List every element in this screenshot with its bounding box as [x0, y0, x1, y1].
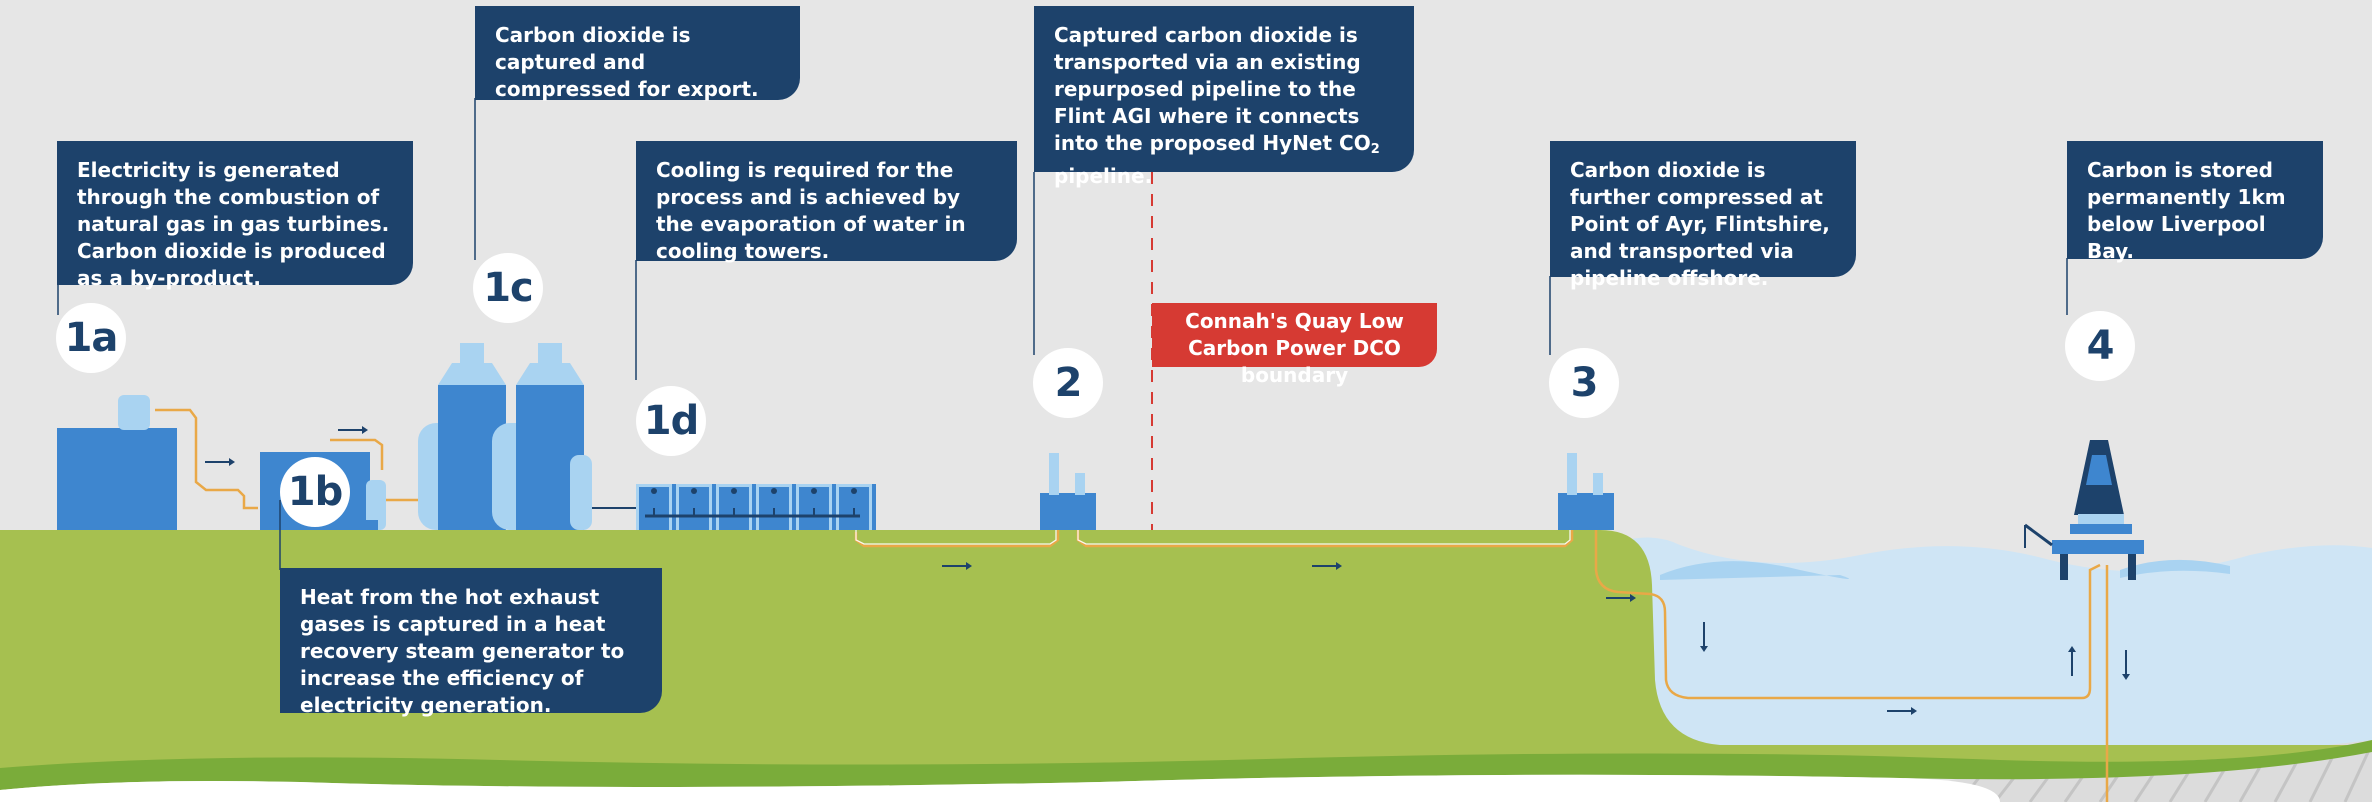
arrow-right-icon	[338, 421, 368, 434]
step-badge-1c: 1c	[473, 253, 543, 323]
arrow-down-icon	[1698, 622, 1710, 652]
callout-2-text: Captured carbon dioxide is transported v…	[1054, 23, 1371, 155]
sea-wave	[2120, 559, 2230, 578]
pipeline-1b-1c	[330, 438, 384, 470]
callout-1b: Heat from the hot exhaust gases is captu…	[280, 568, 662, 717]
step-badge-1b: 1b	[280, 457, 350, 527]
dco-boundary-label: Connah's Quay Low Carbon Power DCO bound…	[1152, 303, 1437, 387]
callout-4-text: Carbon is stored permanently 1km below L…	[2087, 158, 2286, 263]
arrow-down-icon	[2120, 650, 2132, 680]
cooling-towers	[636, 484, 876, 530]
step-badge-1d: 1d	[636, 386, 706, 456]
arrow-right-icon	[1887, 702, 1917, 715]
pipeline-highlights	[855, 530, 1571, 545]
callout-1d-text: Cooling is required for the process and …	[656, 158, 966, 263]
callout-1d: Cooling is required for the process and …	[636, 141, 1017, 263]
gas-turbine-building	[57, 428, 177, 530]
arrow-right-icon	[1312, 557, 1342, 570]
callout-2-subscript: 2	[1370, 142, 1380, 157]
offshore-platform	[2024, 440, 2144, 580]
white-ground-band	[0, 774, 2000, 802]
callout-4: Carbon is stored permanently 1km below L…	[2067, 141, 2323, 263]
flint-agi-station	[1040, 453, 1096, 530]
callout-3-text: Carbon dioxide is further compressed at …	[1570, 158, 1830, 290]
arrow-up-icon	[2066, 646, 2078, 676]
step-badge-4: 4	[2065, 311, 2135, 381]
step-badge-3: 3	[1549, 348, 1619, 418]
callout-1a: Electricity is generated through the com…	[57, 141, 413, 290]
arrow-right-icon	[205, 453, 235, 466]
callout-1c-text: Carbon dioxide is captured and compresse…	[495, 23, 759, 101]
arrow-right-icon	[1606, 589, 1636, 602]
pipeline-3-offshore	[1594, 530, 2101, 700]
sea-wave	[1660, 561, 1849, 580]
callout-2-text-end: pipeline.	[1054, 164, 1153, 188]
callout-1c: Carbon dioxide is captured and compresse…	[475, 6, 800, 101]
gas-turbine-stack	[118, 395, 150, 430]
callout-2: Captured carbon dioxide is transported v…	[1034, 6, 1414, 188]
callout-1b-text: Heat from the hot exhaust gases is captu…	[300, 585, 625, 717]
leader-lines	[57, 98, 2068, 570]
callout-1a-text: Electricity is generated through the com…	[77, 158, 390, 290]
point-of-ayr-station	[1558, 453, 1614, 530]
capture-plant	[418, 343, 640, 530]
arrow-right-icon	[942, 557, 972, 570]
step-badge-2: 2	[1033, 348, 1103, 418]
hrsg-stack	[366, 480, 386, 530]
hrsg-annex	[352, 520, 378, 530]
callout-3: Carbon dioxide is further compressed at …	[1550, 141, 1856, 290]
dco-boundary-text: Connah's Quay Low Carbon Power DCO bound…	[1185, 309, 1404, 387]
pipeline-1a-1b	[155, 408, 258, 510]
step-badge-1a: 1a	[56, 303, 126, 373]
land-bottom-edge	[0, 740, 2372, 790]
sea	[1610, 537, 2372, 760]
